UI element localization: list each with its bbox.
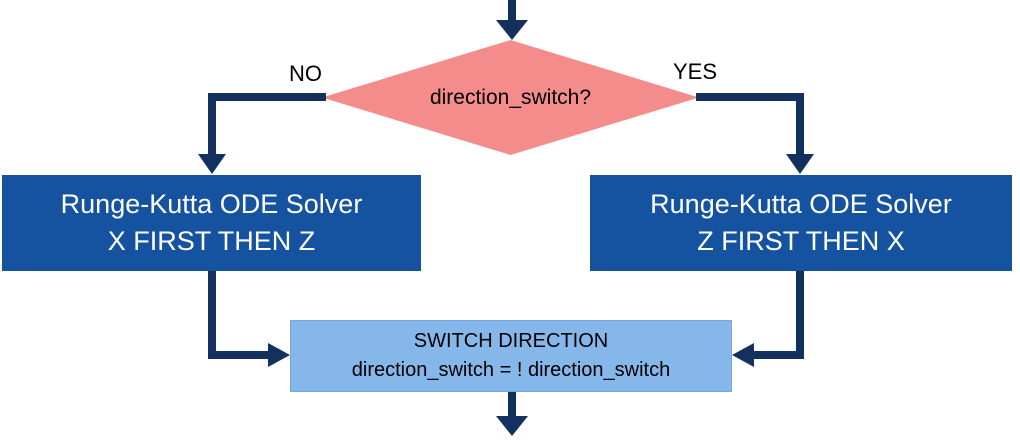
left-out-connector-line — [208, 351, 270, 359]
switch-box-expression: direction_switch = ! direction_switch — [351, 359, 671, 381]
left-out-connector-line — [208, 271, 216, 359]
yes-branch-connector-line — [696, 93, 804, 101]
no-branch-connector-line — [208, 93, 216, 156]
arrowhead-down-icon — [496, 20, 528, 40]
yes-branch-connector-line — [796, 93, 804, 156]
yes-branch-label: YES — [673, 59, 718, 84]
solver-box-subtitle: X FIRST THEN Z — [107, 226, 316, 256]
solver-box-title: Runge-Kutta ODE Solver — [650, 189, 952, 219]
right-out-connector-line — [796, 271, 804, 359]
decision-label: direction_switch? — [429, 85, 592, 109]
arrowhead-left-icon — [732, 343, 754, 367]
solver-box-z-first: Runge-Kutta ODE Solver Z FIRST THEN X — [590, 175, 1012, 271]
no-branch-connector-line — [208, 93, 326, 101]
arrowhead-right-icon — [268, 343, 290, 367]
switch-direction-box: SWITCH DIRECTION direction_switch = ! di… — [290, 320, 732, 392]
arrowhead-down-icon — [198, 154, 226, 174]
solver-box-title: Runge-Kutta ODE Solver — [60, 189, 363, 219]
arrowhead-down-icon — [786, 154, 814, 174]
switch-box-title: SWITCH DIRECTION — [413, 330, 609, 352]
decision-diamond: direction_switch? — [322, 40, 699, 155]
arrowhead-down-icon — [496, 416, 528, 436]
exit-connector-line — [508, 392, 516, 418]
solver-box-subtitle: Z FIRST THEN X — [697, 226, 905, 256]
no-branch-label: NO — [289, 61, 322, 86]
right-out-connector-line — [754, 351, 804, 359]
entry-connector-line — [508, 0, 516, 22]
solver-box-x-first: Runge-Kutta ODE Solver X FIRST THEN Z — [2, 175, 421, 271]
